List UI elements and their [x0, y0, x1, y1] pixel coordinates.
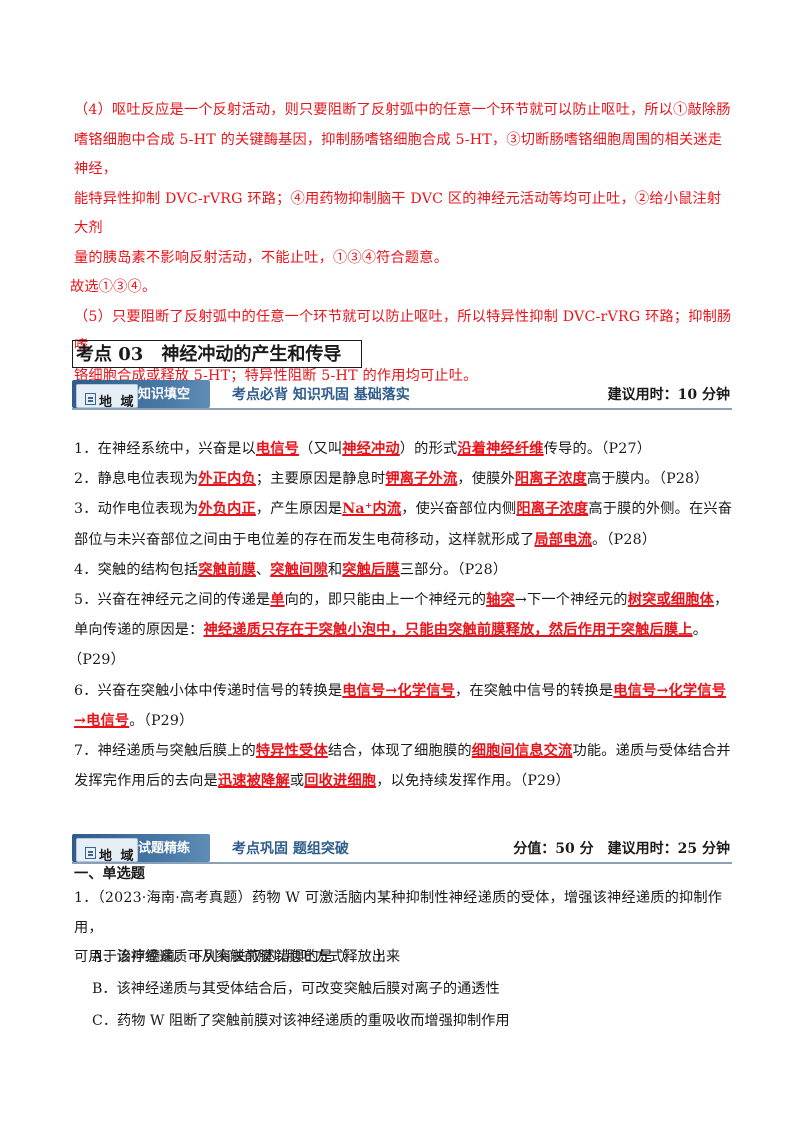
- question-1: 1．（2023·海南·高考真题）药物 W 可激活脑内某种抑制性神经递质的受体，增…: [74, 884, 734, 973]
- blank-answer: 特异性受体: [255, 743, 328, 760]
- knowledge-item-3: 3．动作电位表现为外负内正，产生原因是Na⁺内流，使兴奋部位内侧阳离子浓度高于膜…: [74, 494, 734, 554]
- question-stem: 可用于治疗癫痫。下列有关叙述错误的是（ ）: [74, 949, 391, 965]
- bar-subtitle: 考点巩固 题组突破: [232, 841, 349, 857]
- text: ，以免持续发挥作用。（P29）: [376, 773, 570, 790]
- knowledge-item-4: 4．突触的结构包括突触前膜、突触间隙和突触后膜三部分。（P28）: [74, 555, 734, 585]
- text: 。（P29）: [129, 712, 194, 729]
- blank-answer: 沿着神经纤维: [457, 441, 544, 457]
- text: 、: [255, 561, 271, 578]
- score-and-time: 分值：50 分 建议用时：25 分钟: [513, 841, 730, 857]
- text: 部位与未兴奋部位之间由于电位差的存在而发生电荷移动，这样就形成了: [74, 531, 535, 548]
- text: ，产生原因是: [255, 501, 343, 518]
- text: ，在突触中信号的转换是: [455, 682, 614, 699]
- section-title: 考点 03 神经冲动的产生和传导: [72, 340, 362, 368]
- text: ，: [714, 592, 729, 609]
- knowledge-item-6: 6．兴奋在突触小体中传递时信号的转换是电信号→化学信号，在突触中信号的转换是电信…: [74, 676, 734, 736]
- text: 6．兴奋在突触小体中传递时信号的转换是: [74, 682, 343, 699]
- bar-subtitle: 考点必背 知识巩固 基础落实: [232, 387, 410, 403]
- text: 结合，体现了细胞膜的: [327, 743, 472, 760]
- blank-answer: 电信号: [255, 441, 300, 457]
- blank-answer: 阳离子浓度: [514, 471, 587, 488]
- badge-loc: 地 域: [99, 395, 136, 410]
- blank-answer: 外正内负: [198, 471, 256, 488]
- blank-answer: 神经递质只存在于突触小泡中，只能由突触前膜释放，然后作用于突触后膜上: [203, 622, 693, 639]
- answer-line: （5）只要阻断了反射弧中的任意一个环节就可以防止呕吐，所以特异性抑制 DVC-r…: [74, 308, 732, 355]
- blank-answer: 外负内正: [198, 501, 256, 518]
- blank-answer: Na⁺内流: [342, 501, 402, 518]
- text: 2．静息电位表现为: [74, 471, 199, 488]
- blank-answer: 单: [270, 592, 285, 609]
- exercise-header-bar: 地 域 试题精练 考点巩固 题组突破 分值：50 分 建议用时：25 分钟: [72, 834, 732, 864]
- text: 功能。递质与受体结合并: [572, 743, 731, 760]
- blank-answer: 突触后膜: [342, 561, 400, 578]
- answer-line: 量的胰岛素不影响反射活动，不能止吐，①③④符合题意。: [74, 249, 449, 266]
- answer-line: 能特异性抑制 DVC-rVRG 环路；④用药物抑制脑干 DVC 区的神经元活动等…: [74, 190, 722, 237]
- text: （P29）: [68, 652, 125, 669]
- text: 或: [289, 773, 305, 790]
- blank-answer: 突触前膜: [198, 561, 256, 578]
- text: 和: [327, 561, 343, 578]
- text: 5．兴奋在神经元之间的传递是: [74, 592, 271, 609]
- text: ；主要原因是静息时: [255, 471, 386, 488]
- blank-answer: 轴突: [486, 592, 515, 609]
- text: →下一个神经元的: [514, 592, 628, 609]
- document-icon: [85, 847, 96, 859]
- badge-tab: 地 域: [76, 384, 138, 410]
- text: （又叫: [299, 441, 343, 457]
- text: 1．在神经系统中，兴奋是以: [74, 441, 256, 457]
- blank-answer: →电信号: [74, 712, 130, 729]
- text: 4．突触的结构包括: [74, 561, 199, 578]
- text: 3．动作电位表现为: [74, 501, 199, 518]
- document-icon: [85, 393, 96, 405]
- text: 向的，即只能由上一个神经元的: [284, 592, 487, 609]
- section-badge: 地 域 知识填空: [72, 380, 210, 410]
- blank-answer: 突触间隙: [270, 561, 328, 578]
- knowledge-item-5: 5．兴奋在神经元之间的传递是单向的，即只能由上一个神经元的轴突→下一个神经元的树…: [68, 585, 734, 676]
- blank-answer: 电信号→化学信号: [342, 682, 456, 699]
- blank-answer: 钾离子外流: [385, 471, 458, 488]
- text: 传导的。（P27）: [543, 441, 652, 457]
- blank-answer: 局部电流: [534, 531, 592, 548]
- text: ，使兴奋部位内侧: [401, 501, 517, 518]
- knowledge-item-7: 7．神经递质与突触后膜上的特异性受体结合，体现了细胞膜的细胞间信息交流功能。递质…: [74, 736, 734, 796]
- knowledge-list: 1．在神经系统中，兴奋是以电信号（又叫神经冲动）的形式沿着神经纤维传导的。（P2…: [68, 434, 734, 796]
- text: ）的形式: [399, 441, 458, 457]
- badge-loc: 地 域: [99, 849, 136, 864]
- text: 。（P28）: [591, 531, 657, 548]
- knowledge-item-1: 1．在神经系统中，兴奋是以电信号（又叫神经冲动）的形式沿着神经纤维传导的。（P2…: [74, 434, 734, 464]
- suggested-time: 建议用时：10 分钟: [607, 387, 730, 403]
- knowledge-header-bar: 地 域 知识填空 考点必背 知识巩固 基础落实 建议用时：10 分钟: [72, 380, 732, 410]
- section-badge: 地 域 试题精练: [72, 834, 210, 864]
- badge-tab: 地 域: [76, 838, 138, 864]
- text: ，使膜外: [457, 471, 515, 488]
- text: 高于膜内。（P28）: [586, 471, 709, 488]
- text: 高于膜的外侧。在兴奋: [588, 501, 733, 518]
- blank-answer: 电信号→化学信号: [613, 682, 727, 699]
- badge-label: 知识填空: [138, 387, 191, 402]
- answer-line: 铬细胞合成或释放 5-HT；特异性阻断 5-HT 的作用均可止吐。: [74, 367, 478, 384]
- text: 单向传递的原因是：: [74, 622, 204, 639]
- answer-line: 嗜铬细胞中合成 5-HT 的关键酶基因，抑制肠嗜铬细胞合成 5-HT，③切断肠嗜…: [74, 131, 723, 178]
- badge-label: 试题精练: [138, 841, 191, 856]
- answer-conclusion: 故选①③④。: [70, 279, 157, 295]
- option-b[interactable]: B．该神经递质与其受体结合后，可改变突触后膜对离子的通透性: [92, 981, 500, 997]
- blank-answer: 神经冲动: [342, 441, 400, 457]
- blank-answer: 细胞间信息交流: [471, 743, 573, 760]
- blank-answer: 迅速被降解: [217, 773, 290, 790]
- option-a[interactable]: A．该神经递质可从突触前膜以胞吐方式释放出来: [92, 949, 401, 965]
- blank-answer: 阳离子浓度: [516, 501, 589, 518]
- answer-line: （4）呕吐反应是一个反射活动，则只要阻断了反射弧中的任意一个环节就可以防止呕吐，…: [74, 102, 731, 118]
- text: 发挥完作用后的去向是: [74, 773, 218, 790]
- text: 三部分。（P28）: [399, 561, 508, 578]
- option-c[interactable]: C．药物 W 阻断了突触前膜对该神经递质的重吸收而增强抑制作用: [92, 1013, 510, 1029]
- knowledge-item-2: 2．静息电位表现为外正内负；主要原因是静息时钾离子外流，使膜外阳离子浓度高于膜内…: [74, 464, 734, 494]
- text: 7．神经递质与突触后膜上的: [74, 743, 256, 760]
- question-stem: 1．（2023·海南·高考真题）药物 W 可激活脑内某种抑制性神经递质的受体，增…: [74, 890, 723, 936]
- answer-part-4: （4）呕吐反应是一个反射活动，则只要阻断了反射弧中的任意一个环节就可以防止呕吐，…: [70, 96, 734, 391]
- blank-answer: 回收进细胞: [304, 773, 377, 790]
- text: 。: [692, 622, 708, 639]
- blank-answer: 树突或细胞体: [627, 592, 715, 609]
- question-group-title: 一、单选题: [74, 866, 145, 882]
